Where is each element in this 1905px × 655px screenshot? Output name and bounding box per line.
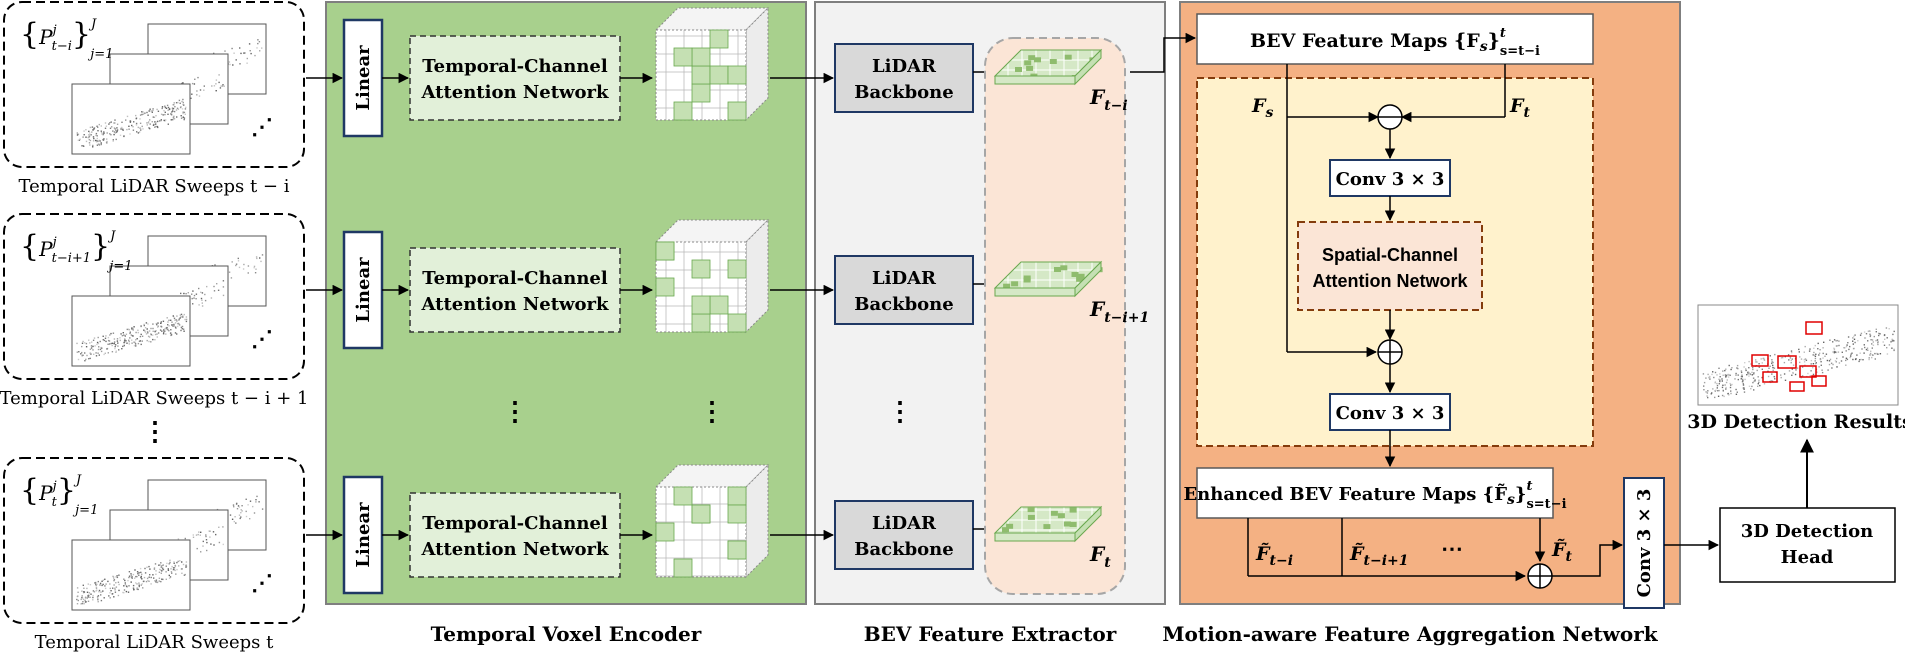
voxel-ellipsis: ⋮ (699, 397, 725, 427)
conv-top (1329, 159, 1451, 197)
tcan-box (409, 247, 621, 333)
frames-ellipsis: ⋰ (251, 114, 273, 140)
conv-top-label: Conv 3 × 3 (1336, 169, 1445, 190)
fmap-to-mfan (1130, 32, 1197, 73)
feature-maps: Ft−iFt−i+1Ft (993, 48, 1149, 571)
backbone-box (834, 500, 974, 570)
enhanced-maps-box (1196, 467, 1554, 519)
tve-title: Temporal Voxel Encoder (431, 622, 702, 646)
ft-label: Ft (1509, 95, 1531, 121)
tilde-ft: F̃t (1551, 539, 1573, 565)
bev-feature-map-3: Ft (993, 505, 1111, 571)
tcan-line1: Temporal-Channel (422, 513, 608, 534)
backbone-box (834, 255, 974, 325)
sweep-caption: Temporal LiDAR Sweeps t − i (19, 176, 290, 197)
sweep-caption: Temporal LiDAR Sweeps t − i + 1 (0, 388, 308, 409)
backbone-line2: Backbone (854, 294, 953, 315)
feature-maps-group (984, 37, 1126, 595)
frames-ellipsis: ⋰ (251, 326, 273, 352)
sweep-caption: Temporal LiDAR Sweeps t (35, 632, 274, 653)
detection-head-line1: 3D Detection (1741, 521, 1873, 542)
bev-feature-map-2: Ft−i+1 (993, 260, 1149, 326)
detection-results-label: 3D Detection Results (1687, 411, 1905, 433)
backbone-line2: Backbone (854, 539, 953, 560)
scan-line1: Spatial-Channel (1322, 245, 1458, 265)
add-node-outer (1527, 563, 1553, 589)
conv-vertical (1623, 477, 1665, 609)
voxel-cube (654, 463, 770, 579)
bev-feature-maps-box (1196, 13, 1594, 65)
backbone-ellipsis: ⋮ (887, 397, 913, 427)
backbone-line1: LiDAR (872, 56, 937, 77)
sweep-frame (71, 83, 191, 155)
add-node-inner (1377, 339, 1403, 365)
detection-results-image (1697, 304, 1899, 406)
linear-label: Linear (353, 257, 374, 323)
backbone-box (834, 43, 974, 113)
tilde-ft-i1: F̃t−i+1 (1349, 543, 1409, 569)
linear-box (342, 475, 384, 595)
tilde-ft-i: F̃t−i (1255, 543, 1293, 569)
fs-label: Fs (1251, 95, 1274, 121)
tcan-line2: Attention Network (420, 82, 609, 103)
voxel-cube (654, 218, 770, 334)
conv-vertical-label: Conv 3 × 3 (1634, 489, 1655, 598)
backbone-line1: LiDAR (872, 268, 937, 289)
tcan-box (409, 35, 621, 121)
frames-ellipsis: ⋰ (251, 570, 273, 596)
feature-label: Ft−i (1089, 85, 1128, 114)
tilde-ellipsis: ⋯ (1441, 536, 1463, 562)
linear-box (342, 18, 384, 138)
subtract-node (1377, 104, 1403, 130)
linear-label: Linear (353, 45, 374, 111)
backbone-line1: LiDAR (872, 513, 937, 534)
backbone-line2: Backbone (854, 82, 953, 103)
tcan-box (409, 492, 621, 578)
sweep-frame (71, 539, 191, 611)
conv-bottom-label: Conv 3 × 3 (1336, 403, 1445, 424)
bev-feature-map-1: Ft−i (993, 48, 1128, 114)
tcan-line1: Temporal-Channel (422, 268, 608, 289)
sweep-frame (71, 295, 191, 367)
detection-head-line2: Head (1781, 547, 1834, 568)
bev-title: BEV Feature Extractor (864, 622, 1117, 646)
tcan-line1: Temporal-Channel (422, 56, 608, 77)
tcan-line2: Attention Network (420, 539, 609, 560)
sweeps-ellipsis: ⋮ (142, 417, 168, 447)
tcan-line2: Attention Network (420, 294, 609, 315)
sum-to-conv (1552, 539, 1624, 577)
scan-box (1297, 221, 1483, 311)
mfan-title: Motion-aware Feature Aggregation Network (1162, 622, 1658, 646)
feature-label: Ft−i+1 (1089, 297, 1149, 326)
feature-label: Ft (1089, 542, 1111, 571)
voxel-cube (654, 6, 770, 122)
linear-label: Linear (353, 502, 374, 568)
tcan-ellipsis: ⋮ (502, 397, 528, 427)
detection-head (1719, 507, 1896, 583)
scan-line2: Attention Network (1313, 271, 1469, 291)
